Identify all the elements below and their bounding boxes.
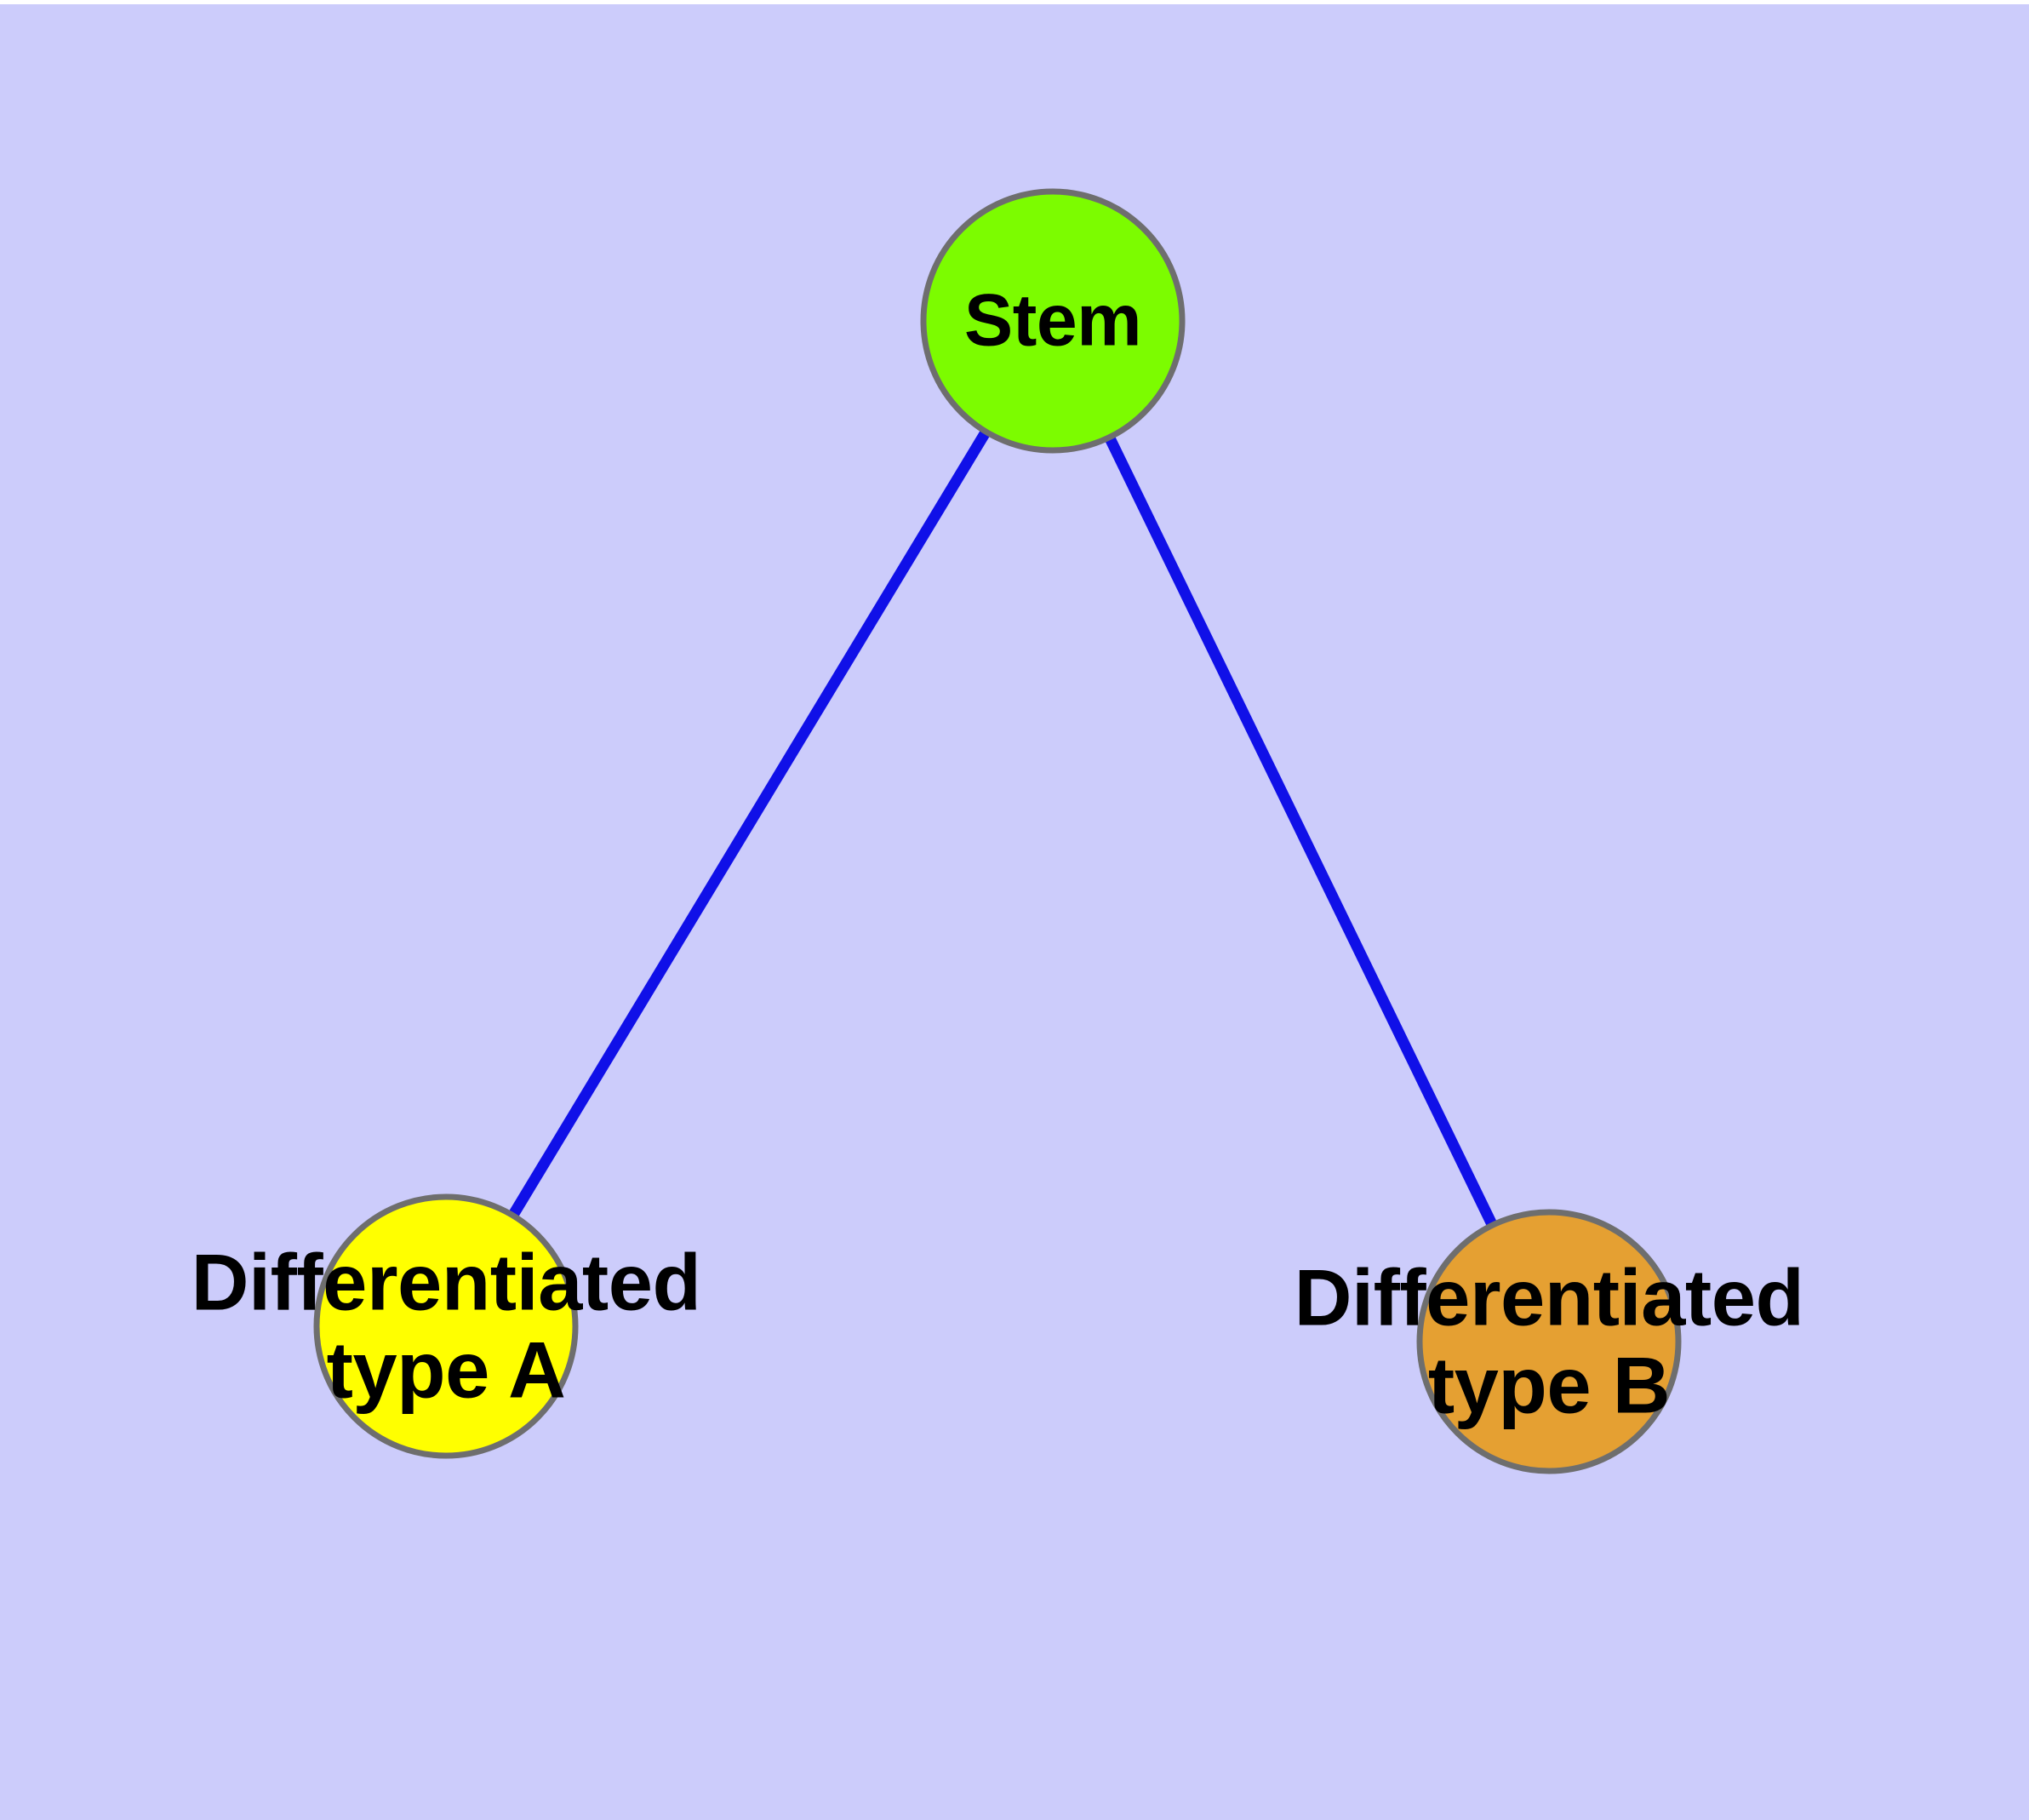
edge-stem-to-type-b	[1048, 318, 1554, 1344]
edge-stem-to-type-a	[441, 318, 1058, 1330]
node-type-a[interactable]	[313, 1193, 579, 1459]
node-type-b[interactable]	[1416, 1209, 1682, 1474]
node-stem[interactable]	[920, 188, 1186, 454]
node-layer	[313, 188, 1682, 1474]
edge-layer	[441, 318, 1554, 1344]
